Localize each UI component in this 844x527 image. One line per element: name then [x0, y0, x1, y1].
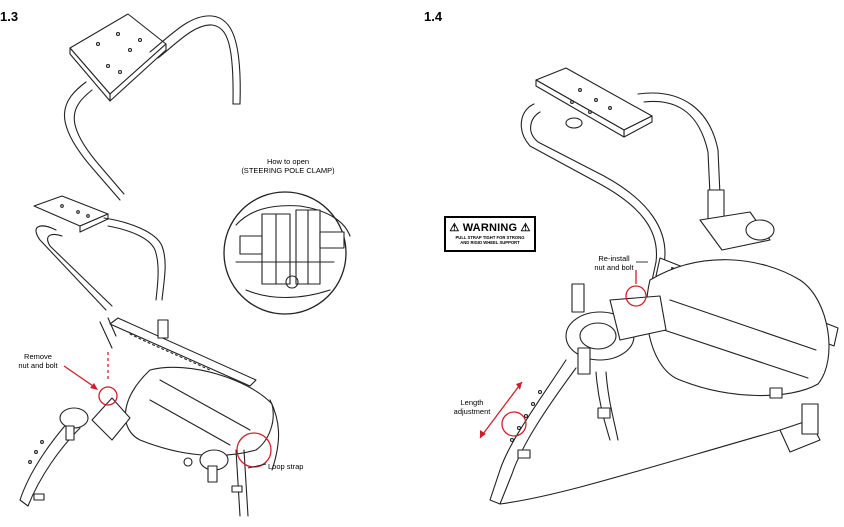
callout-title-how-to-open: How to open (STEERING POLE CLAMP): [238, 157, 338, 175]
steering-clamp-callout: [223, 191, 351, 315]
reinstall-nut-label: Re-install nut and bolt: [586, 254, 642, 272]
red-callouts: [63, 270, 647, 468]
warning-triangle-icon: ⚠: [520, 222, 531, 234]
wheel-stand-right: [489, 67, 839, 505]
warning-title-row: ⚠ WARNING ⚠: [446, 222, 534, 235]
remove-label-line1: Remove: [24, 352, 52, 361]
length-label-line1: Length: [460, 398, 484, 407]
loop-strap-label: Loop strap: [268, 462, 304, 471]
reinstall-label-line2: nut and bolt: [594, 263, 634, 272]
reinstall-bolt-circle: [625, 285, 647, 307]
length-arrow: [479, 381, 523, 439]
warning-text-line1: PULL STRAP TIGHT FOR STRONG: [455, 235, 525, 240]
length-adjust-circle: [501, 411, 527, 437]
warning-box: ⚠ WARNING ⚠ PULL STRAP TIGHT FOR STRONG …: [444, 216, 536, 252]
remove-arrow: [63, 365, 97, 389]
warning-triangle-icon: ⚠: [449, 222, 460, 234]
warning-text-line2: AND RIGID WHEEL SUPPORT: [460, 240, 520, 245]
step-number-1-4: 1.4: [424, 9, 443, 24]
remove-label-line2: nut and bolt: [18, 361, 58, 370]
remove-bolt-circle: [98, 386, 118, 406]
length-adjustment-label: Length adjustment: [444, 398, 500, 416]
seat-frame-left: [19, 195, 280, 517]
steering-pole-top-figure: [64, 13, 241, 201]
callout-title-line1: How to open: [266, 157, 310, 166]
step-number-1-3: 1.3: [0, 9, 19, 24]
length-label-line2: adjustment: [453, 407, 491, 416]
callout-title-line2: (STEERING POLE CLAMP): [241, 166, 335, 175]
remove-nut-label: Remove nut and bolt: [8, 352, 68, 370]
warning-title: WARNING: [462, 222, 518, 234]
reinstall-label-line1: Re-install: [598, 254, 630, 263]
